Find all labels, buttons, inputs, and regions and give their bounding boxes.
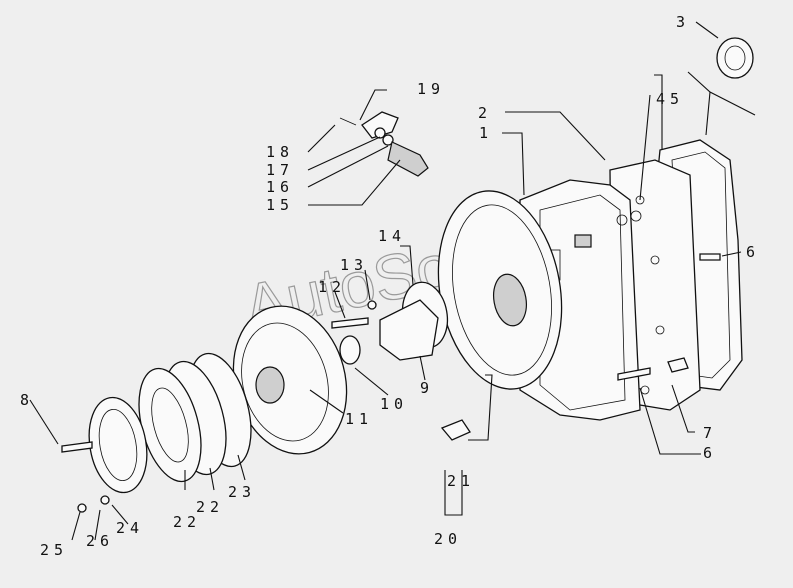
callout-labels: 3 45 2 1 19 18 17 16 15 6 14 13 12 9 10 …: [20, 13, 760, 559]
callout-9: 9: [420, 379, 434, 397]
small-fasteners: [61, 210, 721, 513]
callout-14: 14: [378, 227, 406, 245]
callout-22-left: 22: [173, 513, 201, 531]
part-3-cap: [716, 37, 754, 79]
callout-26: 26: [86, 532, 114, 550]
callout-16: 16: [266, 178, 294, 196]
filter-assembly: [339, 111, 429, 177]
clutch-discs: [138, 352, 252, 483]
callout-25: 25: [40, 541, 68, 559]
callout-6-lower: 6: [703, 444, 717, 462]
callout-3: 3: [676, 13, 690, 31]
callout-8: 8: [20, 391, 34, 409]
callout-22-right: 22: [196, 498, 224, 516]
callout-7-text: 7: [703, 424, 717, 442]
pump-assembly: [331, 281, 449, 365]
callout-17: 17: [266, 161, 294, 179]
callout-21: 21: [447, 472, 475, 490]
leader-lines: [29, 21, 756, 541]
callout-2: 2: [478, 104, 492, 122]
callout-18: 18: [266, 143, 294, 161]
callout-6-upper: 6: [746, 243, 760, 261]
callout-15: 15: [266, 196, 294, 214]
transmission-housing: [437, 139, 743, 421]
callout-45: 45: [656, 90, 684, 108]
callout-11: 11: [345, 410, 373, 428]
callout-19: 19: [417, 80, 445, 98]
callout-20: 20: [434, 530, 462, 548]
plate-ring: [88, 396, 148, 494]
callout-23: 23: [228, 483, 256, 501]
callout-12: 12: [318, 278, 346, 296]
callout-10: 10: [380, 395, 408, 413]
callout-24: 24: [116, 519, 144, 537]
callout-1: 1: [479, 124, 493, 142]
callout-13: 13: [340, 256, 368, 274]
